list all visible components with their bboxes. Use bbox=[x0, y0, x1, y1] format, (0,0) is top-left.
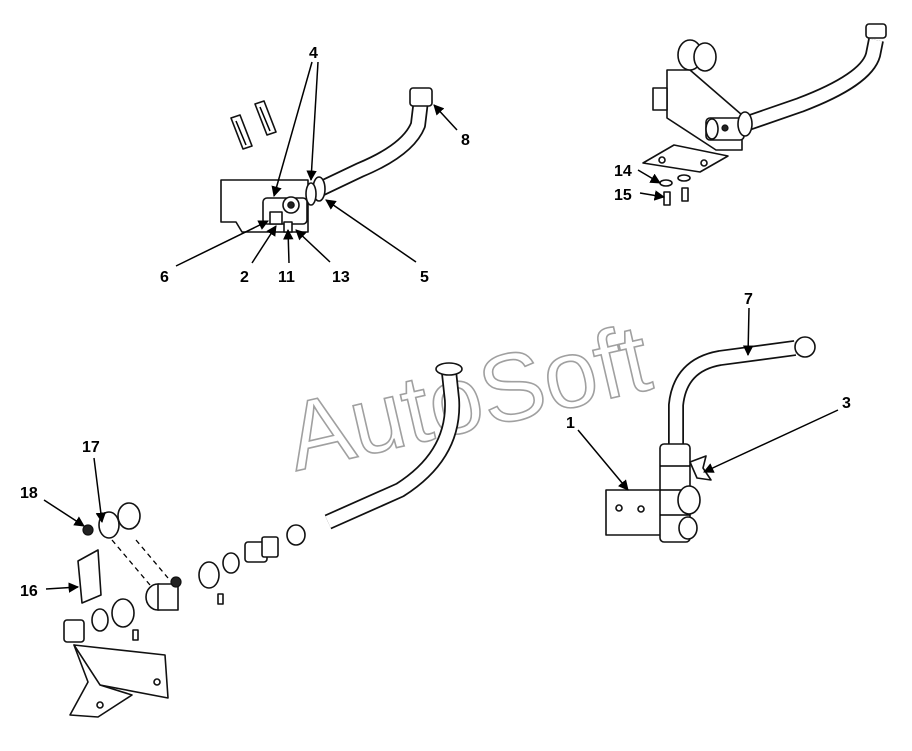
callout-8: 8 bbox=[461, 132, 470, 149]
nut-icon bbox=[82, 524, 94, 536]
heater-valve bbox=[145, 576, 182, 611]
callout-7: 7 bbox=[744, 291, 753, 308]
heater-hose-top bbox=[314, 99, 429, 198]
washer-icon bbox=[677, 174, 691, 182]
callout-2: 2 bbox=[240, 269, 249, 286]
assembly-right bbox=[605, 336, 816, 543]
hose-end-ring bbox=[794, 336, 816, 358]
spare-clips bbox=[230, 100, 277, 150]
assembly-bottom-left bbox=[63, 362, 463, 718]
hose-clamp bbox=[305, 182, 317, 206]
hose-clamp bbox=[678, 516, 698, 540]
callout-labels: 4 8 6 2 11 13 5 14 15 7 3 1 17 18 16 bbox=[20, 45, 851, 600]
double-clamp bbox=[117, 502, 141, 530]
callout-11: 11 bbox=[278, 269, 295, 286]
hose-end-fitting bbox=[865, 23, 887, 39]
watermark-text: AutoSoft bbox=[277, 304, 660, 491]
callout-5: 5 bbox=[420, 269, 429, 286]
assembly-top-right bbox=[642, 23, 887, 206]
callout-6: 6 bbox=[160, 269, 169, 286]
wing-nut bbox=[689, 455, 712, 481]
callout-1: 1 bbox=[566, 415, 575, 432]
hose-clamp bbox=[435, 362, 463, 376]
callout-14: 14 bbox=[614, 163, 632, 180]
bracket-label-clip bbox=[652, 87, 668, 111]
callout-4: 4 bbox=[309, 45, 318, 62]
clip-plate bbox=[77, 549, 102, 604]
hose-end-fitting bbox=[409, 87, 433, 107]
heater-valve bbox=[262, 196, 308, 233]
callout-3: 3 bbox=[842, 395, 851, 412]
heater-hose-vertical bbox=[668, 340, 797, 445]
bolt-icon bbox=[663, 191, 671, 206]
callout-18: 18 bbox=[20, 485, 38, 502]
hose-clamp bbox=[198, 561, 220, 589]
assembly-top-left bbox=[220, 87, 433, 233]
washer-icon bbox=[659, 179, 673, 187]
alignment-line bbox=[111, 539, 151, 586]
plug-icon bbox=[63, 619, 85, 643]
callout-17: 17 bbox=[82, 439, 100, 456]
bracket-plate bbox=[605, 489, 665, 536]
alignment-line bbox=[135, 539, 169, 579]
hose-fitting bbox=[244, 536, 279, 563]
bolt-icon bbox=[132, 629, 139, 641]
heater-hose-exploded bbox=[324, 371, 461, 530]
leader-lines bbox=[43, 61, 839, 593]
bolt-icon bbox=[681, 187, 689, 202]
o-ring bbox=[222, 552, 240, 574]
callout-13: 13 bbox=[332, 269, 350, 286]
heater-hose-right bbox=[745, 38, 884, 131]
callout-15: 15 bbox=[614, 187, 632, 204]
double-clamp bbox=[98, 511, 120, 539]
hose-clamp bbox=[677, 485, 701, 515]
bracket-bottom bbox=[69, 644, 169, 718]
hose-clamp bbox=[286, 524, 306, 546]
callout-16: 16 bbox=[20, 583, 38, 600]
double-clamp bbox=[693, 42, 717, 72]
bolt-icon bbox=[217, 593, 224, 605]
valve-cluster bbox=[705, 111, 753, 141]
o-ring bbox=[91, 608, 109, 632]
hose-clamp bbox=[111, 598, 135, 628]
